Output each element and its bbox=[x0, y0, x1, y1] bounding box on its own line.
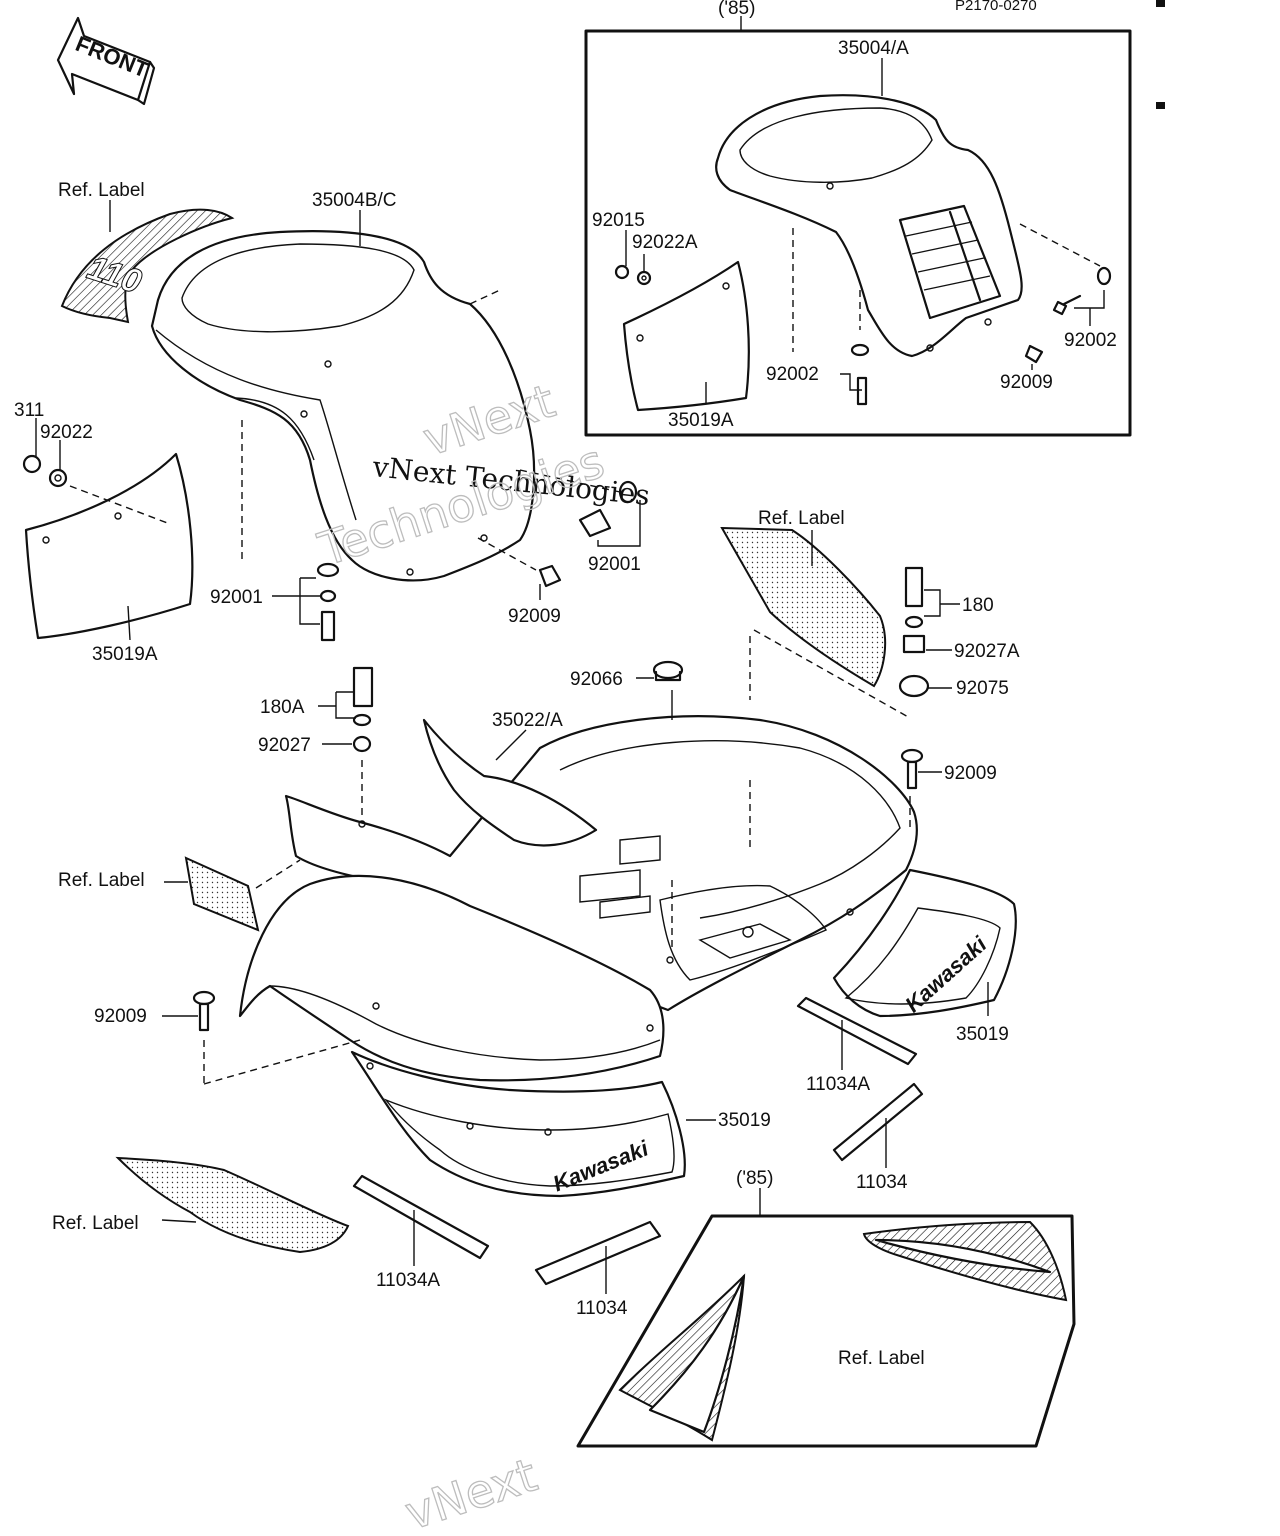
year-label-bottom: ('85) bbox=[736, 1168, 773, 1189]
label-11034a-bottom: 11034A bbox=[376, 1270, 440, 1291]
label-92009-mid: 92009 bbox=[508, 606, 561, 627]
label-92001-right: 92001 bbox=[588, 554, 641, 575]
part-92002-left: 92002 bbox=[766, 364, 819, 385]
label-311: 311 bbox=[14, 400, 44, 421]
part-35004-a: 35004/A bbox=[838, 38, 909, 59]
left-number-plate bbox=[22, 418, 194, 641]
year-label-top: ('85) bbox=[718, 0, 755, 19]
label-ref-label-1: Ref. Label bbox=[58, 180, 145, 201]
label-ref-label-2: Ref. Label bbox=[758, 508, 845, 529]
label-92009-left: 92009 bbox=[94, 1006, 147, 1027]
strip-11034-bottom bbox=[534, 1220, 662, 1294]
label-92009-right: 92009 bbox=[944, 763, 997, 784]
label-180: 180 bbox=[962, 595, 994, 616]
bolt-92009-left bbox=[162, 990, 216, 1032]
right-mud-flap: Kawasaki bbox=[832, 868, 1017, 1017]
label-11034-right: 11034 bbox=[856, 1172, 908, 1193]
label-92027: 92027 bbox=[258, 735, 311, 756]
side-ref-label bbox=[720, 526, 911, 719]
center-mud-flap: Kawasaki bbox=[350, 1050, 716, 1198]
doc-code: P2170-0270 bbox=[955, 0, 1037, 14]
label-92075: 92075 bbox=[956, 678, 1009, 699]
part-35019a-inset: 35019A bbox=[668, 410, 734, 431]
rear-fender bbox=[203, 636, 918, 1085]
label-92001-left: 92001 bbox=[210, 587, 263, 608]
label-92027a: 92027A bbox=[954, 641, 1020, 662]
part-labels: Ref. Label 35004B/C 311 92022 35019A 920… bbox=[14, 180, 1020, 1319]
ref-label-bottom-left bbox=[115, 1156, 350, 1254]
label-35019-mid: 35019 bbox=[718, 1110, 771, 1131]
inset-ref-label: Ref. Label bbox=[838, 1348, 925, 1369]
label-11034a-right: 11034A bbox=[806, 1074, 870, 1095]
right-bolt-stack bbox=[898, 566, 960, 698]
label-ref-label-3: Ref. Label bbox=[58, 870, 145, 891]
grommet-92066 bbox=[636, 660, 684, 682]
label-180a: 180A bbox=[260, 697, 305, 718]
label-ref-label-4: Ref. Label bbox=[52, 1213, 139, 1234]
front-fender bbox=[150, 210, 536, 582]
margin-mark-1 bbox=[1156, 0, 1165, 7]
part-92015: 92015 bbox=[592, 210, 645, 231]
label-35019a: 35019A bbox=[92, 644, 158, 665]
part-92002-right: 92002 bbox=[1064, 330, 1117, 351]
fender-decal: 110 bbox=[60, 208, 235, 324]
label-35022a: 35022/A bbox=[492, 710, 563, 731]
left-bolt-stack bbox=[318, 666, 374, 820]
bolt-92009-right bbox=[900, 748, 942, 790]
strip-11034a-bottom bbox=[352, 1174, 490, 1266]
part-92022a: 92022A bbox=[632, 232, 698, 253]
label-92066: 92066 bbox=[570, 669, 623, 690]
fender-bolt-stack bbox=[241, 420, 641, 642]
strip-11034a-right bbox=[796, 996, 918, 1070]
part-92009-inset: 92009 bbox=[1000, 372, 1053, 393]
watermark-bottom: vNext bbox=[399, 1448, 544, 1536]
inset-85-box: 35004/A 92015 92022A 92002 92002 92009 3… bbox=[584, 16, 1132, 437]
inset-85-bottom: ('85) Ref. Label bbox=[576, 1168, 1076, 1448]
label-92022: 92022 bbox=[40, 422, 93, 443]
label-35004bc: 35004B/C bbox=[312, 190, 397, 211]
rear-ref-label-left bbox=[164, 856, 301, 932]
label-11034-bottom: 11034 bbox=[576, 1298, 628, 1319]
margin-mark-2 bbox=[1156, 102, 1165, 109]
front-arrow-icon: FRONT bbox=[56, 16, 156, 106]
label-35019-right: 35019 bbox=[956, 1024, 1009, 1045]
strip-11034-right bbox=[832, 1082, 924, 1168]
